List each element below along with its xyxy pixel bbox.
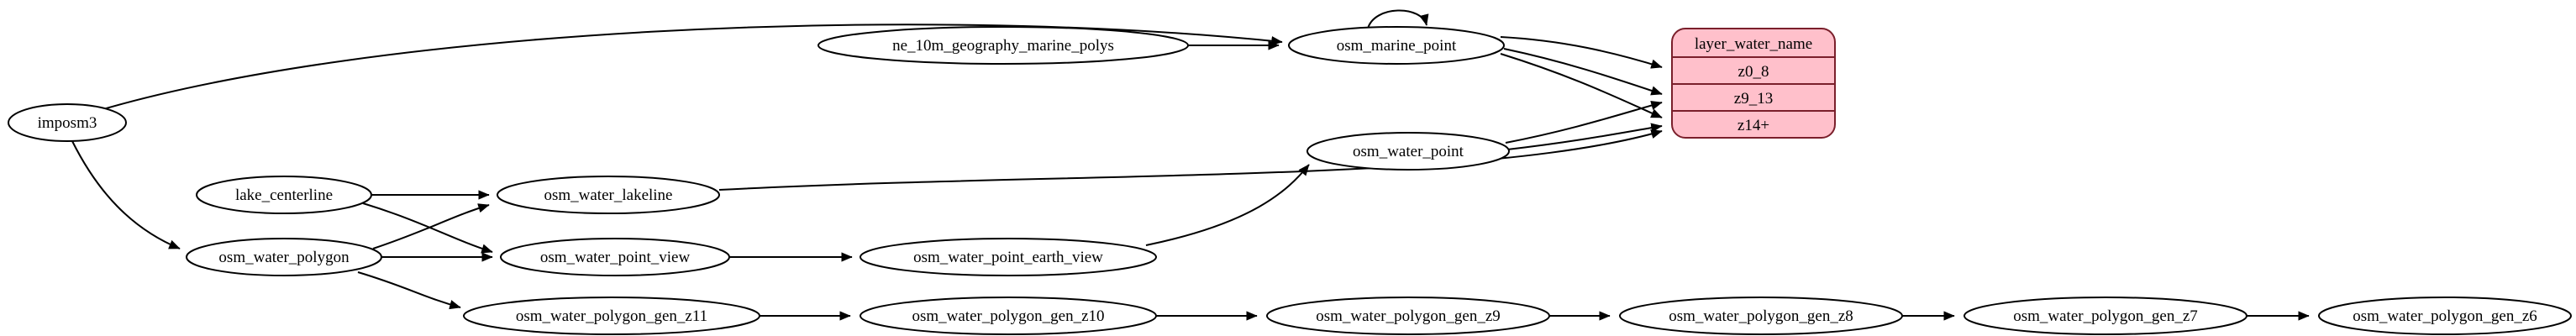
record-row-z0_8: z0_8	[1738, 63, 1769, 81]
node-osm_water_point_earth_view-label: osm_water_point_earth_view	[913, 249, 1103, 266]
edge-osm_water_lakeline-z14	[718, 129, 1663, 191]
node-osm_water_polygon: osm_water_polygon	[186, 238, 382, 276]
node-osm_water_polygon_gen_z10-shape	[860, 297, 1157, 335]
record-row-z9_13: z9_13	[1734, 90, 1773, 108]
node-osm_marine_point-label: osm_marine_point	[1337, 37, 1457, 55]
node-lake_centerline: lake_centerline	[196, 176, 372, 214]
node-osm_water_point_earth_view-shape	[860, 238, 1157, 276]
node-ne_10m_geography_marine_polys-shape	[817, 26, 1189, 65]
node-osm_water_polygon-label: osm_water_polygon	[218, 249, 350, 266]
node-osm_water_polygon_gen_z6-label: osm_water_polygon_gen_z6	[2353, 307, 2537, 325]
node-osm_water_polygon_gen_z7-label: osm_water_polygon_gen_z7	[2013, 307, 2198, 325]
node-lake_centerline-label: lake_centerline	[235, 186, 333, 204]
edge-lake_centerline-osm_water_point_view	[362, 202, 493, 254]
node-osm_water_polygon_gen_z10-label: osm_water_polygon_gen_z10	[912, 307, 1104, 325]
node-osm_water_lakeline: osm_water_lakeline	[497, 176, 720, 214]
node-osm_water_polygon_gen_z9-label: osm_water_polygon_gen_z9	[1316, 307, 1501, 325]
node-osm_water_point_earth_view: osm_water_point_earth_view	[860, 238, 1157, 276]
node-osm_water_point: osm_water_point	[1306, 132, 1510, 171]
node-osm_water_point_view-shape	[500, 238, 730, 276]
node-osm_water_polygon_gen_z7: osm_water_polygon_gen_z7	[1964, 297, 2247, 335]
node-imposm3: imposm3	[8, 103, 127, 142]
node-osm_water_point_view-label: osm_water_point_view	[540, 249, 691, 266]
node-osm_water_polygon-shape	[186, 238, 382, 276]
node-osm_water_lakeline-shape	[497, 176, 720, 214]
node-osm_water_point-label: osm_water_point	[1353, 143, 1464, 160]
node-osm_water_polygon_gen_z11-label: osm_water_polygon_gen_z11	[516, 307, 707, 325]
record-row-z14: z14+	[1737, 117, 1769, 134]
edge-osm_water_point-z9_13	[1505, 100, 1663, 144]
node-osm_water_polygon_gen_z10: osm_water_polygon_gen_z10	[860, 297, 1157, 335]
node-ne_10m_geography_marine_polys: ne_10m_geography_marine_polys	[817, 26, 1189, 65]
node-osm_water_point-shape	[1306, 132, 1510, 171]
edge-osm_marine_point-z0_8	[1500, 36, 1663, 69]
node-osm_water_polygon_gen_z7-shape	[1964, 297, 2247, 335]
node-osm_water_polygon_gen_z6-shape	[2318, 297, 2572, 335]
node-osm_water_point_view: osm_water_point_view	[500, 238, 730, 276]
record-title: layer_water_name	[1695, 35, 1812, 53]
node-osm_water_polygon_gen_z9: osm_water_polygon_gen_z9	[1266, 297, 1550, 335]
edge-osm_marine_point-z9_13	[1503, 48, 1663, 96]
node-osm_water_polygon_gen_z9-shape	[1266, 297, 1550, 335]
node-osm_water_polygon_gen_z8-shape	[1619, 297, 1903, 335]
node-lake_centerline-shape	[196, 176, 372, 214]
edge-osm_water_polygon-osm_water_lakeline	[372, 203, 490, 249]
edge-osm_water_point-z14	[1506, 123, 1663, 150]
node-osm_water_polygon_gen_z8: osm_water_polygon_gen_z8	[1619, 297, 1903, 335]
node-osm_marine_point: osm_marine_point	[1288, 26, 1505, 65]
node-osm_marine_point-shape	[1288, 26, 1505, 65]
edge-imposm3-osm_water_polygon	[71, 140, 181, 249]
node-osm_water_polygon_gen_z11-shape	[463, 297, 760, 335]
node-osm_water_polygon_gen_z8-label: osm_water_polygon_gen_z8	[1669, 307, 1853, 325]
node-imposm3-label: imposm3	[38, 114, 97, 132]
edge-osm_water_point_earth_view-osm_water_point	[1145, 164, 1310, 246]
node-layer_water_name: layer_water_name z0_8 z9_13 z14+	[1671, 28, 1836, 139]
edge-osm_water_polygon-osm_water_polygon_gen_z11	[357, 271, 461, 310]
node-osm_water_polygon_gen_z6: osm_water_polygon_gen_z6	[2318, 297, 2572, 335]
node-osm_water_polygon_gen_z11: osm_water_polygon_gen_z11	[463, 297, 760, 335]
edge-osm_marine_point-z14	[1500, 53, 1663, 118]
edges-layer	[71, 9, 2310, 321]
node-imposm3-shape	[8, 103, 127, 142]
node-osm_water_lakeline-label: osm_water_lakeline	[544, 186, 672, 204]
edge-osm_marine_point-self-loop	[1367, 9, 1429, 29]
node-ne_10m_geography_marine_polys-label: ne_10m_geography_marine_polys	[892, 37, 1114, 55]
